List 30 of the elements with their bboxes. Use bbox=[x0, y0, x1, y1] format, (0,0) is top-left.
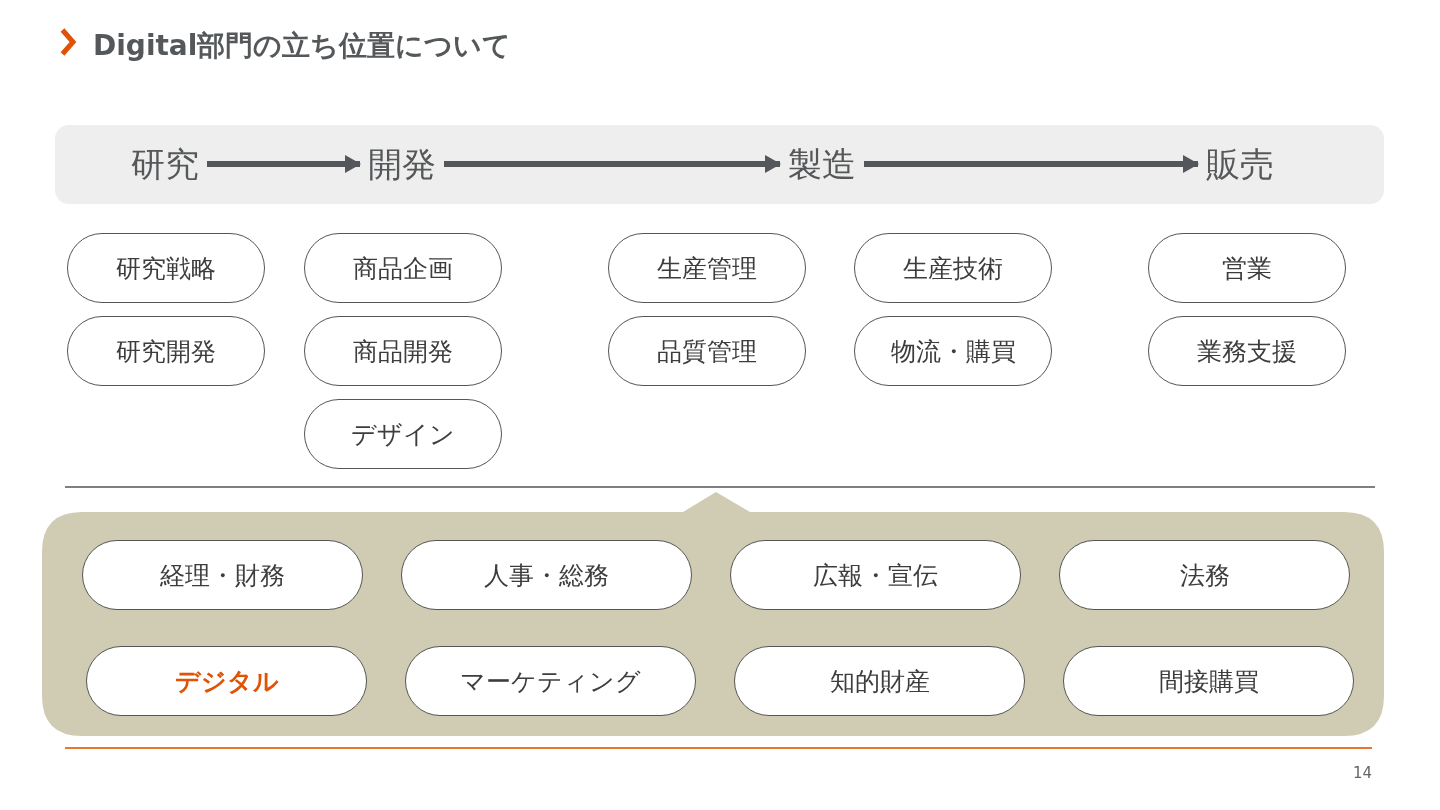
function-pill: 物流・購買 bbox=[854, 316, 1052, 386]
department-pill: 法務 bbox=[1059, 540, 1350, 610]
function-pill: デザイン bbox=[304, 399, 502, 469]
department-pill: 知的財産 bbox=[734, 646, 1025, 716]
department-pill: デジタル bbox=[86, 646, 367, 716]
slide-title: Digital部門の立ち位置について bbox=[93, 29, 512, 63]
support-panel bbox=[42, 492, 1384, 736]
function-pill: 生産管理 bbox=[608, 233, 806, 303]
stage-label: 開発 bbox=[368, 143, 436, 185]
department-pill: 広報・宣伝 bbox=[730, 540, 1021, 610]
function-pill: 研究戦略 bbox=[67, 233, 265, 303]
function-pill: 生産技術 bbox=[854, 233, 1052, 303]
function-pill: 商品企画 bbox=[304, 233, 502, 303]
stage-band bbox=[55, 125, 1384, 204]
department-pill: 経理・財務 bbox=[82, 540, 363, 610]
department-pill: マーケティング bbox=[405, 646, 696, 716]
function-pill: 商品開発 bbox=[304, 316, 502, 386]
stage-label: 研究 bbox=[131, 143, 199, 185]
function-pill: 業務支援 bbox=[1148, 316, 1346, 386]
flow-arrow bbox=[207, 155, 361, 173]
stage-label: 製造 bbox=[788, 143, 856, 185]
department-pill: 人事・総務 bbox=[401, 540, 692, 610]
flow-arrow bbox=[444, 155, 781, 173]
flow-arrow bbox=[864, 155, 1199, 173]
function-pill: 研究開発 bbox=[67, 316, 265, 386]
department-pill: 間接購買 bbox=[1063, 646, 1354, 716]
page-number: 14 bbox=[1352, 764, 1372, 782]
function-pill: 品質管理 bbox=[608, 316, 806, 386]
stage-label: 販売 bbox=[1206, 143, 1274, 185]
function-pill: 営業 bbox=[1148, 233, 1346, 303]
